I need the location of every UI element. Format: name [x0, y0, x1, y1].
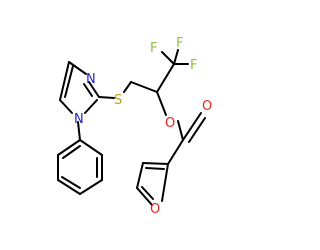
- bond: [79, 179, 103, 195]
- bond: [98, 96, 115, 99]
- bond: [79, 139, 103, 156]
- bond: [136, 187, 153, 206]
- bond: [77, 121, 81, 141]
- atom-o-ester: O: [165, 116, 175, 131]
- atom-o-furan: O: [150, 202, 160, 217]
- atom-f-top-right: F: [176, 36, 183, 51]
- bond: [182, 112, 202, 141]
- atom-f-top-left: F: [150, 41, 157, 56]
- bond: [167, 139, 184, 165]
- bond: [59, 99, 73, 114]
- bond: [136, 162, 144, 189]
- atom-labels: F F F S N N O O O: [74, 36, 212, 217]
- bond: [130, 81, 158, 93]
- bond: [57, 139, 81, 156]
- molecule-diagram: F F F S N N O O O: [57, 36, 212, 217]
- atom-n-imidazole-bottom: N: [74, 112, 84, 127]
- bond: [177, 120, 184, 141]
- atom-s: S: [114, 93, 122, 108]
- bond: [88, 81, 100, 98]
- bond: [141, 186, 154, 200]
- bond: [84, 99, 98, 114]
- bond: [83, 83, 93, 97]
- bond: [173, 49, 179, 65]
- bonds: [57, 49, 206, 206]
- bond: [68, 61, 87, 75]
- bond: [156, 63, 175, 93]
- bond: [145, 167, 165, 170]
- bond: [61, 176, 81, 189]
- bond: [161, 163, 169, 202]
- bond: [188, 117, 206, 143]
- bond: [59, 61, 70, 101]
- structure-drawing: F F F S N N O O O: [57, 36, 212, 217]
- atom-f-right: F: [190, 58, 197, 73]
- bond: [123, 81, 132, 93]
- atom-n-imidazole-top: N: [86, 72, 96, 87]
- bond: [57, 179, 81, 195]
- atom-o-carbonyl: O: [202, 99, 212, 114]
- bond: [156, 91, 167, 116]
- bond: [142, 162, 169, 165]
- bond: [64, 65, 74, 98]
- bond: [62, 145, 81, 159]
- bond: [161, 51, 175, 65]
